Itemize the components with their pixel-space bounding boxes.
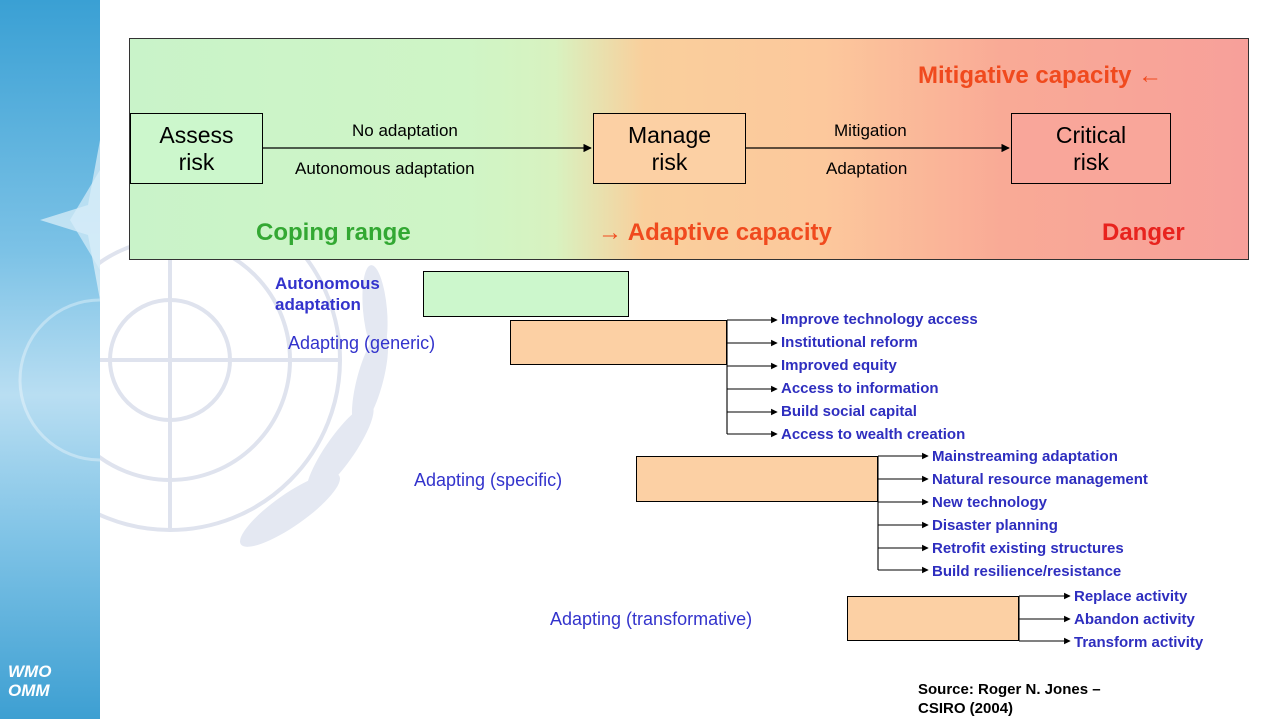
option-natural-resource-management: Natural resource management (932, 471, 1148, 488)
left-arrow-icon: ← (1138, 62, 1163, 89)
option-transform-activity: Transform activity (1074, 634, 1204, 651)
option-disaster-planning: Disaster planning (932, 517, 1058, 534)
adapting-generic-label: Adapting (generic) (288, 333, 436, 353)
option-abandon-activity: Abandon activity (1074, 611, 1195, 628)
option-build-resilience: Build resilience/resistance (932, 563, 1122, 580)
adapting-generic-box (510, 320, 727, 365)
option-institutional-reform: Institutional reform (781, 334, 918, 351)
wmo-logo-text: WMO OMM (8, 662, 51, 700)
wmo-emblem-decoration (18, 140, 100, 462)
no-adaptation-label: No adaptation (352, 121, 458, 140)
un-emblem-watermark (100, 230, 389, 547)
source-citation: Source: Roger N. Jones – CSIRO (2004) (918, 681, 1101, 717)
adapting-specific-label: Adapting (specific) (414, 470, 563, 490)
adapting-transformative-label: Adapting (transformative) (550, 609, 753, 629)
option-new-technology: New technology (932, 494, 1048, 511)
mitigative-capacity-label: Mitigative capacity ← (918, 62, 1163, 89)
option-mainstreaming-adaptation: Mainstreaming adaptation (932, 448, 1118, 465)
option-access-to-information: Access to information (781, 380, 939, 397)
adapting-transformative-box (847, 596, 1019, 641)
danger-label: Danger (1102, 219, 1185, 246)
option-improved-equity: Improved equity (781, 357, 897, 374)
adaptive-capacity-label: → Adaptive capacity (598, 219, 832, 246)
adapting-specific-box (636, 456, 878, 502)
adaptation-label: Adaptation (826, 159, 908, 178)
right-arrow-icon: → (598, 219, 622, 246)
coping-range-label: Coping range (256, 219, 411, 246)
option-build-social-capital: Build social capital (781, 403, 917, 420)
omm-label: OMM (8, 681, 50, 700)
autonomous-adaptation-label: Autonomous adaptation (295, 159, 475, 178)
option-access-to-wealth-creation: Access to wealth creation (781, 426, 966, 443)
autonomous-adaptation-box (423, 271, 629, 317)
wmo-sidebar: WMO OMM (0, 0, 100, 719)
wmo-label: WMO (8, 662, 52, 681)
option-replace-activity: Replace activity (1074, 588, 1188, 605)
autonomous-adaptation-category: Autonomous adaptation (275, 274, 380, 314)
option-improve-technology-access: Improve technology access (781, 311, 978, 328)
option-retrofit-existing-structures: Retrofit existing structures (932, 540, 1124, 557)
mitigation-label: Mitigation (834, 121, 907, 140)
